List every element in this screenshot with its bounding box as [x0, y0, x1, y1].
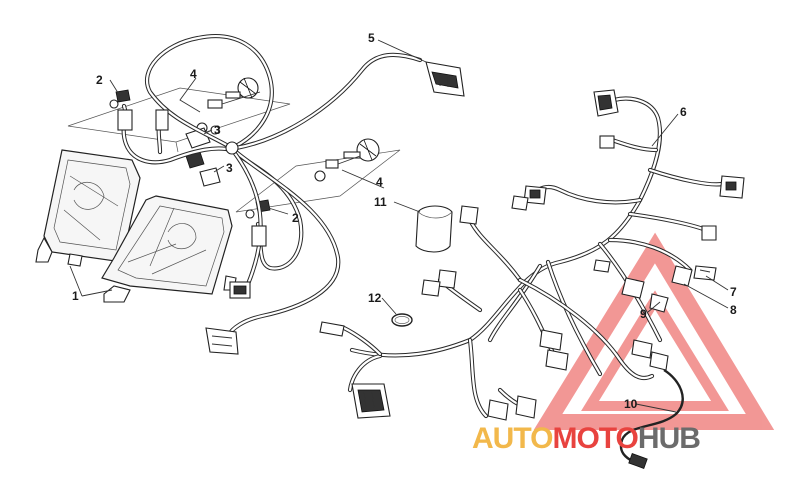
headlight-front [101, 195, 237, 303]
callout-5: 5 [368, 31, 375, 45]
callout-8: 8 [730, 303, 737, 317]
connector-item-8 [671, 265, 693, 287]
connector-sensor-left [319, 321, 345, 337]
connector-left-upper [511, 185, 547, 211]
svg-text:AUTOMOTOHUB: AUTOMOTOHUB [472, 422, 700, 455]
watermark-hub: HUB [638, 422, 700, 455]
watermark-auto: AUTO [472, 422, 553, 455]
connector-6-plug [599, 135, 615, 149]
connector-socket-upper [117, 109, 169, 131]
connector-handlebar [719, 175, 745, 199]
callout-4-lower: 4 [376, 175, 383, 189]
watermark-logo: AUTOMOTOHUB [472, 422, 701, 455]
callout-11: 11 [374, 195, 387, 209]
leader-lines [109, 39, 729, 413]
connector-relay [701, 225, 717, 241]
connector-headlight-lower [205, 281, 251, 355]
callout-12: 12 [368, 291, 382, 305]
callout-2-upper: 2 [96, 73, 103, 87]
exploded-box-upper [67, 87, 291, 153]
connector-left-mid [421, 205, 479, 297]
ignition-lead [619, 368, 684, 469]
callout-10: 10 [624, 397, 638, 411]
bulb-socket-upper [196, 77, 261, 135]
leader-1 [69, 265, 113, 297]
callout-6: 6 [680, 105, 687, 119]
parking-socket-upper [109, 89, 131, 109]
connector-lower-cluster [487, 259, 669, 421]
callouts: 1 2 2 3 3 4 4 5 6 7 8 9 10 11 12 [72, 31, 737, 411]
callout-7: 7 [730, 285, 737, 299]
callout-3-lower: 3 [226, 161, 233, 175]
connector-ecu [351, 383, 391, 419]
protective-sleeve [415, 205, 453, 253]
connector-headlight-main [425, 61, 465, 97]
callout-9: 9 [640, 307, 647, 321]
bulb-socket-lower [314, 138, 380, 182]
callout-4-upper: 4 [190, 67, 197, 81]
connector-dashboard [593, 89, 619, 117]
main-harness [341, 96, 725, 419]
bulb-lower [199, 167, 221, 187]
callout-2-lower: 2 [292, 211, 299, 225]
watermark-moto: MOTO [552, 422, 638, 455]
connector-item-7 [693, 265, 717, 281]
headlight-rear [35, 149, 141, 267]
callout-1: 1 [72, 289, 79, 303]
connector-socket-lower [251, 225, 267, 247]
clip-ring [391, 313, 413, 327]
callout-3-upper: 3 [214, 123, 221, 137]
